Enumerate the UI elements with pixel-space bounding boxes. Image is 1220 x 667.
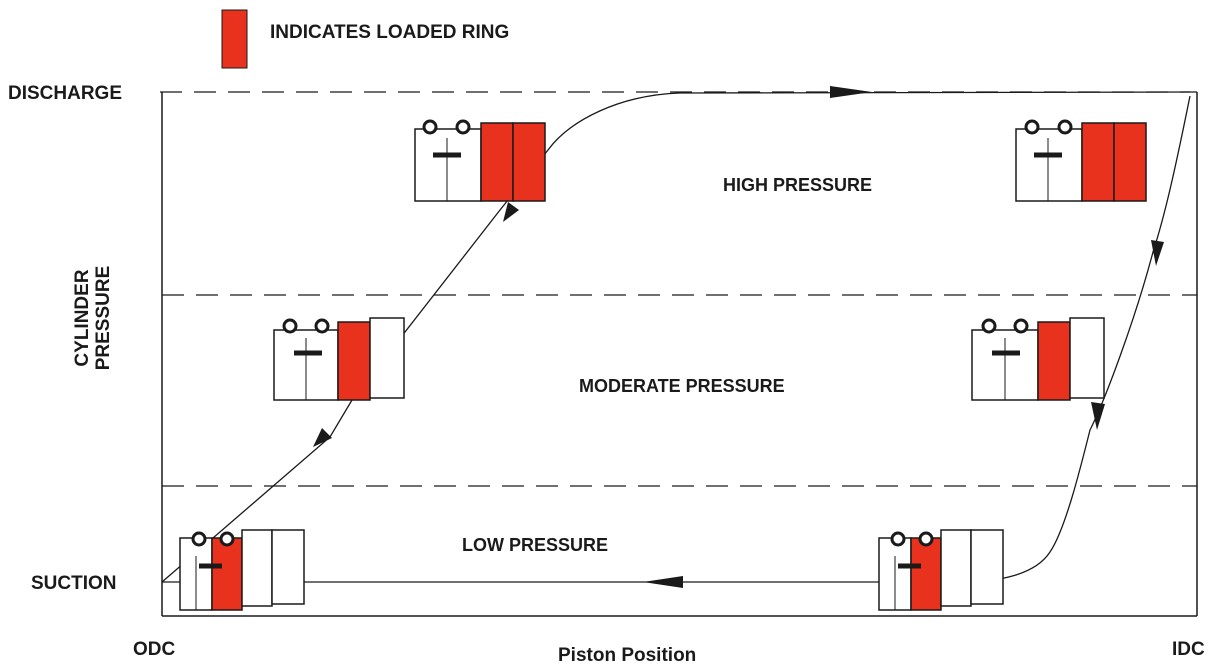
groove-pin-icon <box>918 531 934 547</box>
ring <box>970 529 1004 605</box>
arrow-compression-lower-icon <box>313 428 332 447</box>
groove-pin-icon <box>890 531 906 547</box>
idc-label: IDC <box>1172 639 1205 660</box>
groove-pin-icon <box>1024 119 1040 135</box>
loaded-ring <box>337 321 371 401</box>
arrow-expansion-upper-icon <box>1151 240 1164 266</box>
zone-label-low: LOW PRESSURE <box>462 535 608 555</box>
legend-swatch <box>221 9 248 69</box>
ring-pack-odc-low <box>179 529 305 611</box>
loaded-ring <box>910 537 942 611</box>
loaded-ring <box>480 122 514 202</box>
arrow-expansion-lower-icon <box>1091 402 1105 430</box>
groove-pin-icon <box>314 318 330 334</box>
y-axis-title-line2: PRESSURE <box>93 266 114 371</box>
loaded-ring <box>512 122 546 202</box>
legend-label: INDICATES LOADED RING <box>270 22 509 43</box>
groove-pin-icon <box>981 318 997 334</box>
groove-pin-icon <box>422 119 438 135</box>
discharge-label: DISCHARGE <box>8 83 122 104</box>
y-axis-title-line1: CYLINDER <box>72 269 93 366</box>
groove-pin-icon <box>455 119 471 135</box>
loaded-ring <box>1037 321 1071 401</box>
ring <box>271 529 305 605</box>
y-axis-title: CYLINDER PRESSURE <box>72 266 114 371</box>
groove-pin-icon <box>1013 318 1029 334</box>
loaded-ring <box>1081 122 1115 202</box>
arrow-compression-upper-icon <box>503 202 519 222</box>
ring <box>1069 317 1105 399</box>
piston-body <box>414 128 482 202</box>
groove-pin-icon <box>282 318 298 334</box>
arrow-discharge-icon <box>830 86 872 98</box>
legend: INDICATES LOADED RING <box>221 9 509 69</box>
ring-pack-idc-high <box>1015 119 1147 202</box>
zone-label-moderate: MODERATE PRESSURE <box>579 376 785 396</box>
ring-pack-compression-high <box>414 119 546 202</box>
ring-pack-expansion-moderate <box>971 317 1105 401</box>
ring-pack-compression-moderate <box>273 317 405 401</box>
arrow-suction-icon <box>643 576 683 588</box>
suction-label: SUCTION <box>31 573 117 594</box>
arrowheads <box>313 86 1164 588</box>
ring-pack-idc-low <box>878 529 1004 611</box>
ring <box>940 529 972 607</box>
groove-pin-icon <box>1057 119 1073 135</box>
groove-pin-icon <box>219 531 235 547</box>
piston-body <box>1015 128 1083 202</box>
odc-label: ODC <box>133 639 176 660</box>
loaded-ring <box>211 537 243 611</box>
groove-pin-icon <box>191 531 207 547</box>
loaded-ring <box>1113 122 1147 202</box>
ring <box>241 529 273 607</box>
x-axis-title: Piston Position <box>558 645 696 666</box>
ring <box>369 317 405 399</box>
zone-label-high: HIGH PRESSURE <box>723 175 872 195</box>
